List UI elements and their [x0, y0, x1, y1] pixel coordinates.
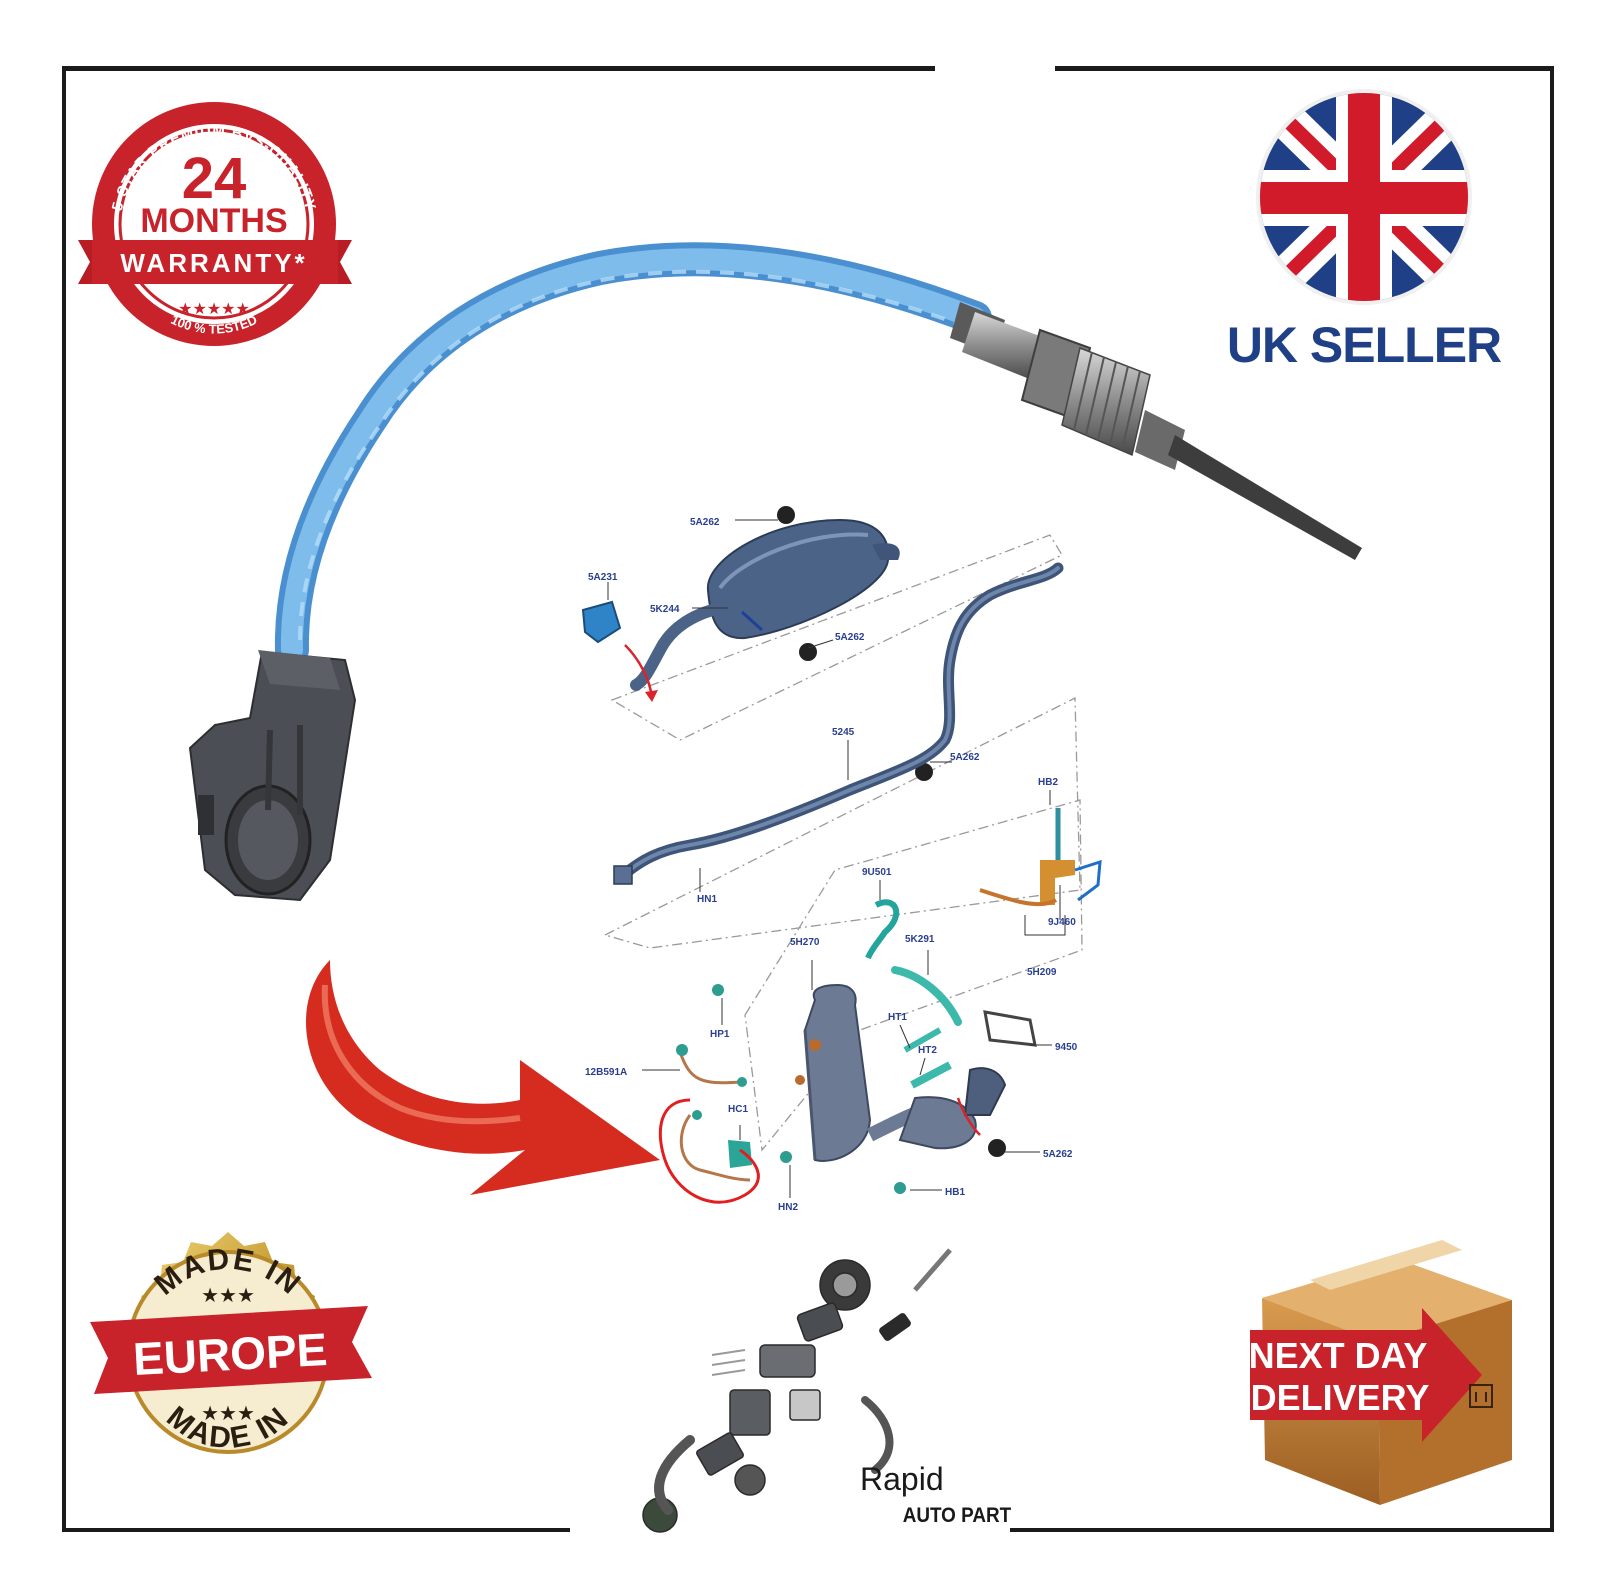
delivery-line1: NEXT DAY: [1249, 1335, 1428, 1376]
warranty-number: 24: [182, 146, 247, 211]
label-5245: 5245: [832, 727, 855, 738]
label-5a262-mid: 5A262: [835, 632, 865, 643]
clamp-part: [581, 600, 622, 644]
warranty-stars: ★★★★★: [178, 299, 250, 318]
intermediate-pipe: [613, 562, 1064, 885]
label-hb1: HB1: [945, 1187, 965, 1198]
made-in-stars-top: ★★★: [201, 1283, 255, 1307]
sensor-connector: [188, 650, 357, 902]
red-arrow-icon: [306, 960, 660, 1195]
label-5a262-pipe: 5A262: [950, 752, 980, 763]
label-9j460: 9J460: [1048, 917, 1076, 928]
frame-gap: [570, 1526, 1010, 1538]
label-5a262-top: 5A262: [690, 517, 720, 528]
warranty-ribbon-text: WARRANTY*: [120, 248, 307, 278]
uk-seller-badge: UK SELLER: [1227, 89, 1503, 373]
label-5h270: 5H270: [790, 937, 820, 948]
made-in-stars-bottom: ★★★: [201, 1401, 255, 1425]
made-in-europe-badge: MADE IN ★★★ EUROPE ★★★ MADE IN: [90, 1232, 372, 1455]
label-hp1: HP1: [710, 1029, 730, 1040]
fragile-icons: [1469, 1384, 1493, 1408]
delivery-line2: DELIVERY: [1251, 1377, 1430, 1418]
label-hb2: HB2: [1038, 777, 1058, 788]
sensor-cable: [274, 242, 992, 667]
label-ht1: HT1: [888, 1012, 907, 1023]
brand-name: Rapid: [860, 1461, 944, 1497]
uk-seller-text: UK SELLER: [1227, 317, 1502, 373]
sensor-probe: [950, 302, 1362, 560]
label-5h209: 5H209: [1027, 967, 1057, 978]
rapid-auto-part-logo: Rapid AUTO PART: [642, 1248, 1011, 1533]
muffler-part: [630, 518, 900, 691]
rubber-mounts: [777, 506, 1006, 1157]
frame-gap-top: [935, 62, 1055, 74]
label-5a231: 5A231: [588, 572, 618, 583]
label-12b591a: 12B591A: [585, 1067, 627, 1078]
warranty-badge: 5 STAR PREMIUM BVS-QUALITY 24 MONTHS WAR…: [78, 102, 352, 346]
label-5a262-bottom: 5A262: [1043, 1149, 1073, 1160]
made-in-ribbon-text: EUROPE: [132, 1323, 329, 1385]
label-9u501: 9U501: [862, 867, 892, 878]
label-hn1: HN1: [697, 894, 717, 905]
label-hc1: HC1: [728, 1104, 748, 1115]
label-5k291: 5K291: [905, 934, 935, 945]
label-hn2: HN2: [778, 1202, 798, 1213]
label-9450: 9450: [1055, 1042, 1078, 1053]
exhaust-diagram: 5A262 5A231 5K244 5A262 5245 5A262 HB2 H…: [581, 506, 1102, 1213]
brand-sub: AUTO PART: [903, 1504, 1011, 1527]
catalytic-converter: [795, 983, 1007, 1162]
label-ht2: HT2: [918, 1045, 937, 1056]
label-5k244: 5K244: [650, 604, 680, 615]
next-day-delivery-badge: NEXT DAY DELIVERY: [1249, 1240, 1512, 1505]
warranty-months: MONTHS: [140, 202, 287, 240]
